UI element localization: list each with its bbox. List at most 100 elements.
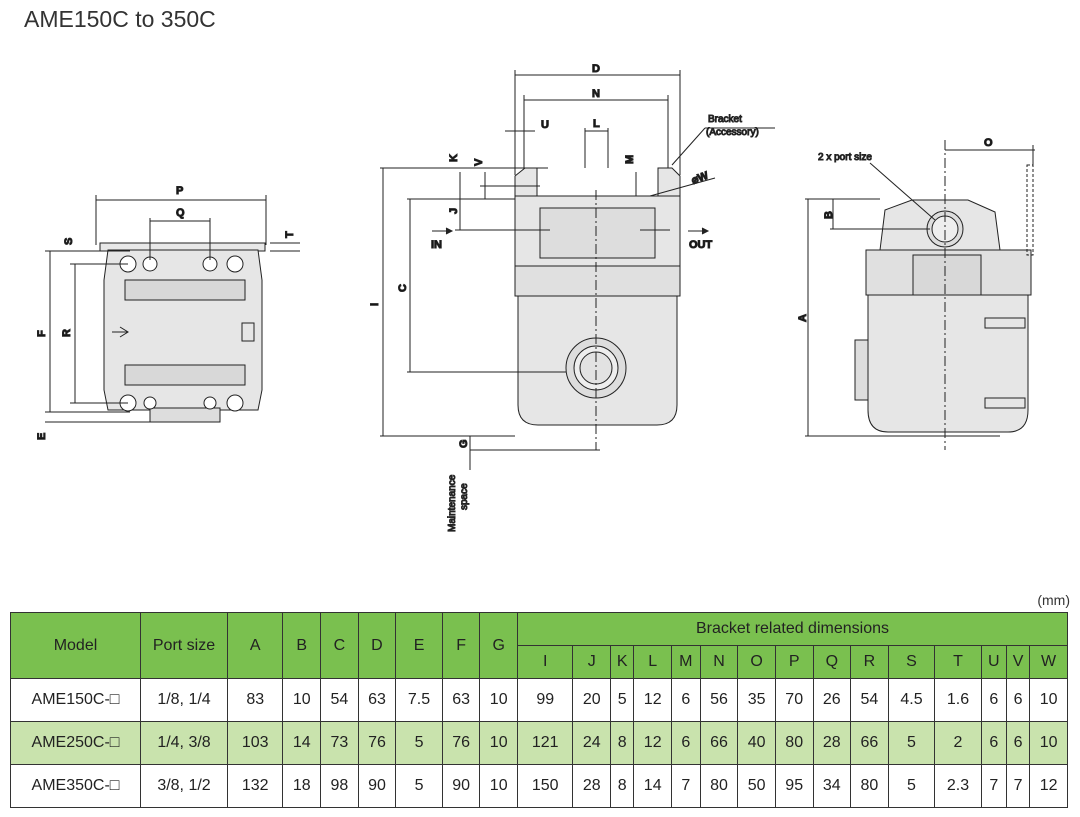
value-cell: 6 bbox=[980, 678, 1007, 722]
port-size-cell: 3/8, 1/2 bbox=[140, 764, 228, 808]
header-U: U bbox=[980, 645, 1007, 679]
label-G: G bbox=[458, 439, 470, 448]
header-D: D bbox=[357, 612, 397, 679]
header-S: S bbox=[887, 645, 936, 679]
value-cell: 2 bbox=[934, 721, 982, 765]
value-cell: 7.5 bbox=[395, 678, 443, 722]
label-R: R bbox=[61, 329, 73, 337]
unit-label: (mm) bbox=[1037, 592, 1070, 608]
label-space: space bbox=[459, 483, 470, 510]
value-cell: 34 bbox=[812, 764, 852, 808]
header-N: N bbox=[699, 645, 739, 679]
value-cell: 54 bbox=[850, 678, 889, 722]
label-F: F bbox=[36, 330, 48, 337]
value-cell: 28 bbox=[812, 721, 852, 765]
label-maintenance: Maintenance bbox=[447, 474, 458, 532]
value-cell: 7 bbox=[980, 764, 1007, 808]
header-R: R bbox=[850, 645, 889, 679]
label-I: I bbox=[369, 303, 381, 306]
header-model: Model bbox=[10, 612, 141, 679]
value-cell: 7 bbox=[1005, 764, 1031, 808]
value-cell: 18 bbox=[282, 764, 322, 808]
header-bracket-group: Bracket related dimensions bbox=[517, 612, 1068, 646]
header-I: I bbox=[516, 645, 574, 679]
value-cell: 1.6 bbox=[934, 678, 982, 722]
side-view: O B A 2 x port size bbox=[797, 137, 1035, 450]
label-W: ⌀W bbox=[690, 170, 711, 187]
value-cell: 5 bbox=[610, 678, 635, 722]
top-view: P Q S T F R E bbox=[36, 185, 300, 441]
value-cell: 26 bbox=[812, 678, 852, 722]
value-cell: 35 bbox=[737, 678, 776, 722]
value-cell: 80 bbox=[774, 721, 814, 765]
value-cell: 5 bbox=[887, 764, 936, 808]
value-cell: 2.3 bbox=[934, 764, 982, 808]
header-B: B bbox=[282, 612, 322, 679]
header-J: J bbox=[572, 645, 612, 679]
value-cell: 50 bbox=[737, 764, 776, 808]
value-cell: 28 bbox=[572, 764, 612, 808]
value-cell: 73 bbox=[320, 721, 359, 765]
header-O: O bbox=[737, 645, 776, 679]
value-cell: 6 bbox=[980, 721, 1007, 765]
value-cell: 121 bbox=[516, 721, 574, 765]
value-cell: 90 bbox=[441, 764, 481, 808]
header-A: A bbox=[226, 612, 284, 679]
header-P: P bbox=[774, 645, 814, 679]
label-S: S bbox=[63, 238, 75, 245]
header-C: C bbox=[320, 612, 359, 679]
value-cell: 14 bbox=[282, 721, 322, 765]
value-cell: 80 bbox=[850, 764, 889, 808]
value-cell: 99 bbox=[516, 678, 574, 722]
header-W: W bbox=[1029, 645, 1068, 679]
header-Q: Q bbox=[812, 645, 852, 679]
label-Q: Q bbox=[176, 207, 185, 219]
value-cell: 10 bbox=[1029, 721, 1068, 765]
value-cell: 10 bbox=[1029, 678, 1068, 722]
label-N: N bbox=[592, 88, 600, 100]
label-M: M bbox=[624, 155, 636, 164]
value-cell: 83 bbox=[226, 678, 284, 722]
front-view: D N U L K V M ⌀W J C I G IN OUT Bracket … bbox=[369, 63, 775, 533]
header-E: E bbox=[395, 612, 443, 679]
port-size-cell: 1/4, 3/8 bbox=[140, 721, 228, 765]
label-out: OUT bbox=[689, 239, 713, 251]
value-cell: 40 bbox=[737, 721, 776, 765]
header-V: V bbox=[1005, 645, 1031, 679]
value-cell: 8 bbox=[610, 721, 635, 765]
label-U: U bbox=[541, 119, 549, 131]
value-cell: 95 bbox=[774, 764, 814, 808]
label-in: IN bbox=[431, 239, 442, 251]
port-size-cell: 1/8, 1/4 bbox=[140, 678, 228, 722]
value-cell: 24 bbox=[572, 721, 612, 765]
dimension-drawing: P Q S T F R E D N U L bbox=[36, 63, 1035, 533]
model-cell: AME350C-□ bbox=[10, 764, 141, 808]
label-C: C bbox=[397, 284, 409, 292]
value-cell: 10 bbox=[282, 678, 322, 722]
header-F: F bbox=[441, 612, 481, 679]
label-E: E bbox=[36, 433, 48, 440]
label-O: O bbox=[984, 137, 993, 149]
value-cell: 76 bbox=[441, 721, 481, 765]
label-T: T bbox=[284, 231, 296, 238]
value-cell: 66 bbox=[850, 721, 889, 765]
label-port-size: 2 x port size bbox=[818, 152, 872, 163]
value-cell: 4.5 bbox=[887, 678, 936, 722]
header-T: T bbox=[934, 645, 982, 679]
label-J: J bbox=[448, 208, 460, 214]
value-cell: 66 bbox=[699, 721, 739, 765]
value-cell: 12 bbox=[1029, 764, 1068, 808]
value-cell: 6 bbox=[1005, 721, 1031, 765]
value-cell: 76 bbox=[357, 721, 397, 765]
label-D: D bbox=[592, 63, 600, 75]
value-cell: 5 bbox=[887, 721, 936, 765]
model-cell: AME150C-□ bbox=[10, 678, 141, 722]
label-P: P bbox=[176, 185, 183, 197]
dimensions-table: Model Port size A B C D E F G Bracket re… bbox=[10, 612, 1068, 808]
label-B: B bbox=[823, 211, 835, 219]
value-cell: 90 bbox=[357, 764, 397, 808]
value-cell: 63 bbox=[441, 678, 481, 722]
label-accessory: (Accessory) bbox=[706, 127, 759, 138]
